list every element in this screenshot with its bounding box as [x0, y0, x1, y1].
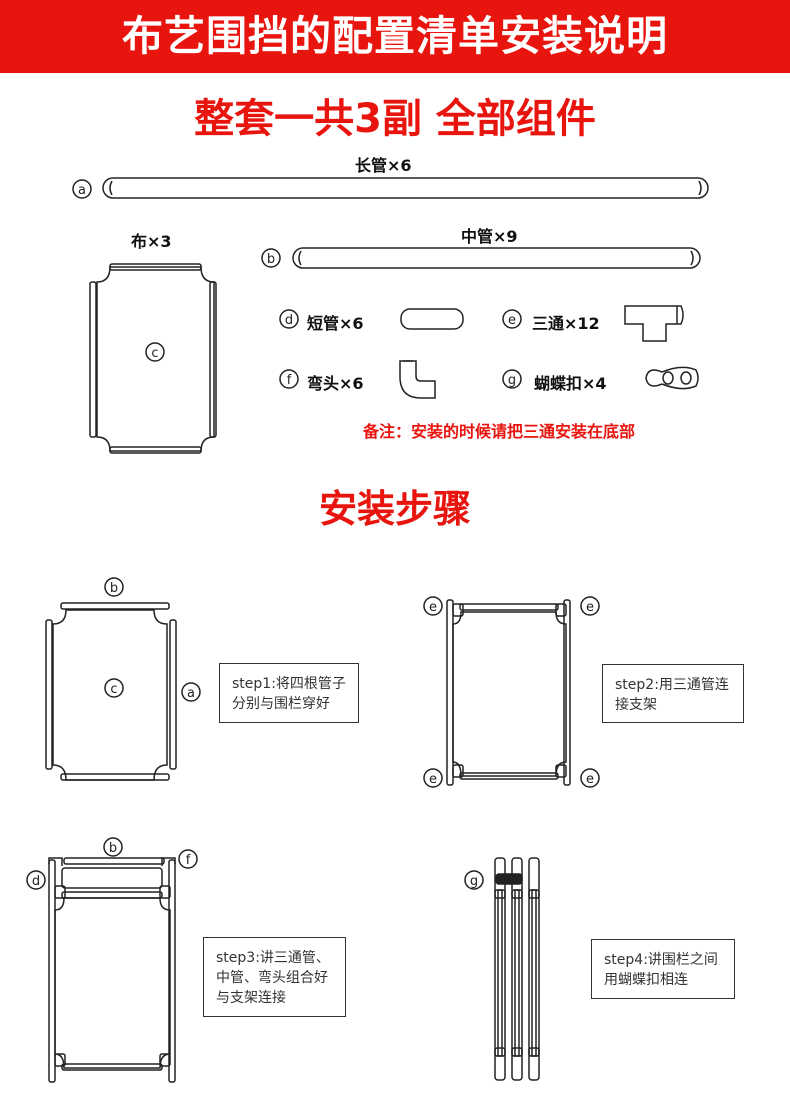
- marker-d-icon: [279, 309, 299, 329]
- part-g-label: 蝴蝶扣×4: [534, 374, 607, 393]
- step3-diagram: [48, 857, 176, 1083]
- title-banner: [0, 0, 790, 73]
- part-c-label: 布×3: [131, 232, 172, 251]
- part-b-label: 中管×9: [461, 227, 518, 246]
- marker-d-letter: d: [285, 313, 293, 328]
- elbow-connector-icon: [399, 360, 436, 399]
- marker-f-letter: f: [287, 373, 292, 388]
- part-d-label: 短管×6: [307, 314, 364, 333]
- step3-text-box: step3:讲三通管、 中管、弯头组合好 与支架连接: [203, 937, 346, 1017]
- step2-text-box: step2:用三通管连 接支架: [602, 664, 744, 723]
- marker-c-icon: [145, 342, 165, 362]
- marker-b-icon: [261, 248, 281, 268]
- marker-c-letter: c: [151, 346, 158, 361]
- long-tube-icon: [102, 177, 709, 199]
- butterfly-clip-icon: [645, 366, 699, 390]
- step1-diagram: [45, 602, 177, 781]
- step2-marker-e4: e: [586, 772, 594, 787]
- step4-marker-g: g: [470, 874, 478, 889]
- marker-e-icon: [502, 309, 522, 329]
- page-title: 布艺围挡的配置清单安装说明: [122, 12, 668, 60]
- step2-marker-e2: e: [586, 600, 594, 615]
- step1-marker-b: b: [110, 581, 118, 596]
- page-subtitle: 整套一共3副 全部组件: [194, 96, 596, 142]
- tee-connector-icon: [624, 305, 684, 342]
- part-f-label: 弯头×6: [307, 374, 364, 393]
- fabric-panel-icon: [89, 263, 217, 454]
- marker-g-icon: [502, 369, 522, 389]
- marker-b-letter: b: [267, 252, 275, 267]
- marker-a-icon: [72, 179, 92, 199]
- medium-tube-icon: [292, 247, 701, 269]
- marker-f-icon: [279, 369, 299, 389]
- step2-marker-e1: e: [429, 600, 437, 615]
- short-tube-icon: [400, 308, 464, 330]
- step4-text-box: step4:讲围栏之间 用蝴蝶扣相连: [591, 939, 735, 999]
- marker-g-letter: g: [508, 373, 516, 388]
- step1-marker-a: a: [187, 686, 195, 701]
- step1-text-box: step1:将四根管子 分别与围栏穿好: [219, 663, 359, 723]
- marker-a-letter: a: [78, 183, 86, 198]
- part-e-label: 三通×12: [532, 314, 600, 333]
- step3-marker-f: f: [186, 853, 191, 868]
- step3-marker-d: d: [32, 874, 40, 889]
- step2-diagram: [446, 599, 571, 786]
- step1-marker-c: c: [110, 682, 117, 697]
- step2-marker-e3: e: [429, 772, 437, 787]
- step4-diagram: [494, 857, 540, 1081]
- step3-marker-b: b: [109, 841, 117, 856]
- marker-e-letter: e: [508, 313, 516, 328]
- installation-note: 备注：安装的时候请把三通安装在底部: [363, 422, 636, 441]
- steps-title: 安装步骤: [318, 487, 471, 531]
- part-a-label: 长管×6: [355, 156, 412, 175]
